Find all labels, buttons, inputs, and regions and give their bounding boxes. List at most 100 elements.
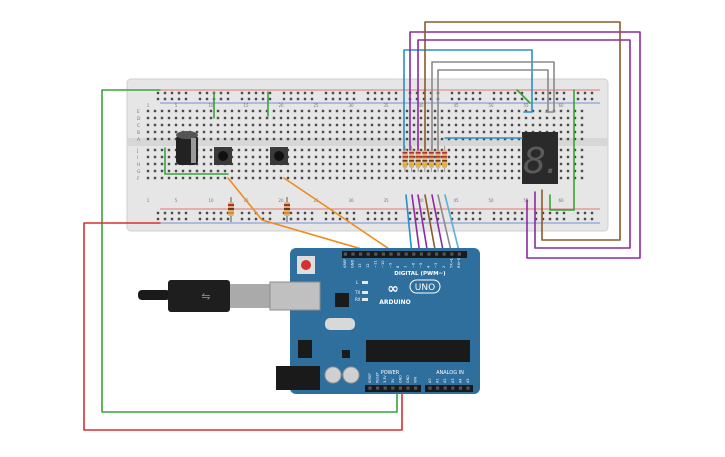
digital-pin[interactable]	[435, 252, 439, 256]
wire-blue-down[interactable]	[405, 194, 413, 256]
analog-pin[interactable]	[436, 386, 440, 390]
rail-hole	[499, 217, 503, 221]
electrolytic-capacitor[interactable]	[176, 131, 198, 165]
breadboard-hole	[160, 162, 164, 166]
analog-pin[interactable]	[451, 386, 455, 390]
breadboard-hole	[391, 162, 395, 166]
digital-pin[interactable]	[450, 252, 454, 256]
digital-pin[interactable]	[381, 252, 385, 256]
analog-pin[interactable]	[466, 386, 470, 390]
breadboard-hole	[321, 116, 325, 120]
wire-blue-down-2[interactable]	[444, 194, 461, 256]
breadboard-hole	[216, 169, 220, 173]
power-pin[interactable]	[414, 386, 418, 390]
wire-gray-segment-2[interactable]	[437, 69, 549, 151]
analog-pin[interactable]	[458, 386, 462, 390]
wire-red-5v[interactable]	[83, 222, 403, 431]
breadboard-hole	[244, 155, 248, 159]
wire-purple-segment-1[interactable]	[409, 31, 641, 259]
rail-hole	[170, 91, 174, 95]
digital-pin[interactable]	[419, 252, 423, 256]
usb-cable[interactable]: ⇋	[138, 280, 270, 312]
breadboard-hole	[426, 169, 430, 173]
reset-button[interactable]	[301, 260, 311, 270]
digital-pin[interactable]	[412, 252, 416, 256]
wire-orange-button-1[interactable]	[227, 177, 383, 256]
rail-hole	[254, 217, 258, 221]
power-pin[interactable]	[368, 386, 372, 390]
digital-pin[interactable]	[359, 252, 363, 256]
pushbutton-2[interactable]	[270, 147, 288, 165]
digital-pin[interactable]	[427, 252, 431, 256]
digital-pin[interactable]	[389, 252, 393, 256]
wire-green-jumper-3[interactable]	[164, 147, 229, 175]
wire-purple-down-1[interactable]	[411, 194, 421, 256]
pushbutton-1[interactable]	[214, 147, 232, 165]
breadboard-hole	[153, 123, 157, 127]
digital-pin[interactable]	[397, 252, 401, 256]
breadboard-hole	[223, 176, 227, 180]
wire-gray-segment-1[interactable]	[431, 61, 555, 151]
breadboard-hole	[426, 162, 430, 166]
analog-pin[interactable]	[428, 386, 432, 390]
wire-brown-segment[interactable]	[424, 21, 621, 241]
rail-hole	[541, 91, 545, 95]
wire-brown-down[interactable]	[424, 194, 437, 256]
rail-hole	[184, 97, 188, 101]
seven-segment-display[interactable]: 8.	[522, 132, 558, 184]
analog-pin[interactable]	[443, 386, 447, 390]
breadboard-hole	[538, 123, 542, 127]
breadboard-hole	[356, 169, 360, 173]
analog-pin-label: A3	[451, 379, 455, 383]
breadboard-hole	[419, 130, 423, 134]
rail-hole	[366, 91, 370, 95]
breadboard-hole	[195, 123, 199, 127]
breadboard-hole	[335, 137, 339, 141]
digital-pin[interactable]	[374, 252, 378, 256]
digital-pin[interactable]	[343, 252, 347, 256]
breadboard-hole	[237, 137, 241, 141]
breadboard-hole	[335, 109, 339, 113]
power-pin[interactable]	[391, 386, 395, 390]
breadboard-hole	[552, 116, 556, 120]
resistor-pulldown-1[interactable]	[228, 197, 234, 222]
segment-resistor-band	[442, 156, 448, 158]
wire-green-jumper-5[interactable]	[549, 89, 575, 211]
resistor-pulldown-2[interactable]	[284, 197, 290, 222]
wire-green-gnd[interactable]	[101, 89, 398, 413]
segment-resistor-array[interactable]	[402, 146, 448, 172]
digital-pin[interactable]	[442, 252, 446, 256]
breadboard-hole	[384, 162, 388, 166]
power-pin[interactable]	[383, 386, 387, 390]
breadboard-hole	[230, 130, 234, 134]
digital-pin[interactable]	[351, 252, 355, 256]
wire-green-jumper-4[interactable]	[516, 89, 531, 104]
breadboard-hole	[405, 137, 409, 141]
breadboard-hole	[468, 162, 472, 166]
wire-purple-segment-2[interactable]	[417, 39, 631, 249]
wire-purple-down-2[interactable]	[417, 194, 429, 256]
breadboard-hole	[307, 123, 311, 127]
rail-hole	[471, 91, 475, 95]
breadboard-hole	[454, 148, 458, 152]
breadboard-hole	[503, 169, 507, 173]
wire-blue-segment[interactable]	[403, 49, 533, 151]
wire-orange-button-2[interactable]	[283, 177, 399, 256]
breadboard-hole	[531, 116, 535, 120]
rail-hole	[457, 91, 461, 95]
breadboard-hole	[202, 176, 206, 180]
wire-purple-down-3[interactable]	[431, 194, 445, 256]
power-pin[interactable]	[376, 386, 380, 390]
digital-pin[interactable]	[457, 252, 461, 256]
power-pin[interactable]	[398, 386, 402, 390]
breadboard-hole	[398, 123, 402, 127]
digital-pin[interactable]	[404, 252, 408, 256]
digital-pin[interactable]	[366, 252, 370, 256]
power-pin[interactable]	[406, 386, 410, 390]
wire-gray-down[interactable]	[437, 194, 453, 256]
breadboard-hole	[580, 123, 584, 127]
rail-hole	[478, 211, 482, 215]
rail-hole	[282, 91, 286, 95]
